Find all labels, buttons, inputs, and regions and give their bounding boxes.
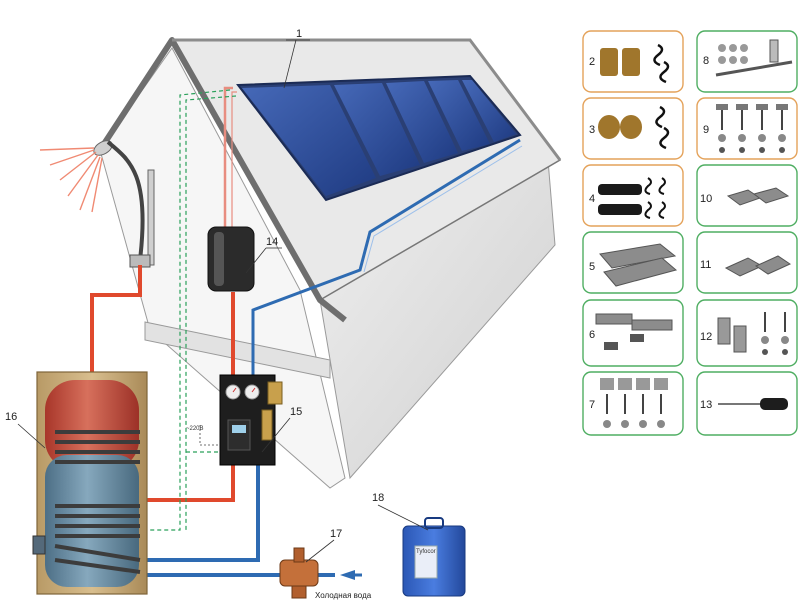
cold-water-arrow-icon [340, 570, 355, 580]
floor-beam [144, 321, 331, 379]
part-5-number: 5 [589, 261, 595, 273]
storage-tank: 16 [5, 371, 148, 595]
solar-collector: 1 [236, 28, 522, 202]
canister-label: Tyfocor [416, 549, 436, 555]
roof-edge [97, 37, 347, 323]
part-13-number: 13 [700, 399, 712, 411]
collector-panel [334, 83, 420, 176]
part-3-number: 3 [589, 124, 595, 136]
part-6-number: 6 [589, 329, 595, 341]
callout-16: 16 [5, 411, 17, 423]
controller-icon [227, 419, 251, 451]
fluid-canister: Tyfocor 18 [372, 492, 466, 597]
power-wire [199, 425, 225, 446]
callout-line-16 [17, 423, 46, 449]
part-9: 9 [696, 97, 798, 160]
collector-hot-line [231, 91, 237, 235]
callout-line-14 [245, 247, 267, 274]
part-4-number: 4 [589, 193, 595, 205]
hot-pipe-to-coil [130, 462, 235, 502]
part-7-number: 7 [589, 399, 595, 411]
tank-lower-coil [54, 504, 141, 574]
tank-upper-coil [55, 430, 140, 464]
cold-pipe-collector [251, 138, 521, 380]
shower-hose [106, 140, 145, 261]
callout-18: 18 [372, 492, 384, 504]
expansion-tank-highlight [214, 232, 224, 286]
collector-panel [386, 81, 458, 163]
canister-label-patch [414, 545, 438, 579]
collector-panel [242, 85, 376, 196]
part-11: 11 [696, 231, 798, 294]
cold-pipe-to-tank [130, 465, 260, 562]
tank-heater-port [32, 535, 46, 555]
roof-top-edge [172, 38, 562, 161]
part-4: 4 [582, 164, 684, 227]
canister-handle [424, 517, 444, 529]
part-8-number: 8 [703, 55, 709, 67]
callout-line-18 [377, 504, 429, 531]
part-10-number: 10 [700, 193, 712, 205]
part-5: 5 [582, 231, 684, 294]
expansion-tank: 14 [207, 226, 282, 292]
part-3: 3 [582, 97, 684, 160]
part-8: 8 [696, 30, 798, 93]
sensor-wire [185, 95, 237, 530]
part-10: 10 [696, 164, 798, 227]
callout-14: 14 [266, 236, 278, 248]
callout-1: 1 [296, 28, 302, 40]
part-13: 13 [696, 371, 798, 436]
callout-line-1 [283, 39, 297, 89]
part-4-frame [582, 164, 684, 227]
part-6: 6 [582, 299, 684, 367]
tank-hot-zone [45, 380, 139, 470]
part-2-number: 2 [589, 56, 595, 68]
part-6-frame [582, 299, 684, 367]
shower-rail [147, 169, 155, 266]
part-12-number: 12 [700, 331, 712, 343]
part-12-frame [696, 299, 798, 367]
cold-pipe-collector-inner [363, 145, 523, 273]
controller-voltage: ~220В [186, 426, 204, 432]
mixing-valve: 17 Холодная вода [279, 528, 372, 600]
part-2: 2 [582, 30, 684, 93]
part-11-number: 11 [700, 259, 711, 271]
safety-valve-icon [267, 381, 283, 405]
callout-15: 15 [290, 406, 302, 418]
shower [39, 140, 155, 268]
callout-line-15 [261, 417, 291, 453]
pipework [90, 86, 523, 577]
collector-panel [428, 80, 490, 151]
pump-station: 15 ~220В [186, 374, 302, 466]
part-12: 12 [696, 299, 798, 367]
collector-panel [462, 80, 516, 142]
part-9-number: 9 [703, 124, 709, 136]
parts-grid: 2 3 4 5 [582, 30, 798, 436]
water-spray [39, 147, 103, 213]
callout-line-17 [305, 539, 335, 563]
collector-hot-line [223, 86, 233, 235]
cold-water-label: Холодная вода [315, 591, 372, 600]
part-7: 7 [582, 371, 684, 436]
callout-17: 17 [330, 528, 342, 540]
sensor-wire [145, 89, 231, 531]
hot-pipe-to-shower [90, 265, 142, 372]
mixing-valve-body [279, 559, 319, 587]
